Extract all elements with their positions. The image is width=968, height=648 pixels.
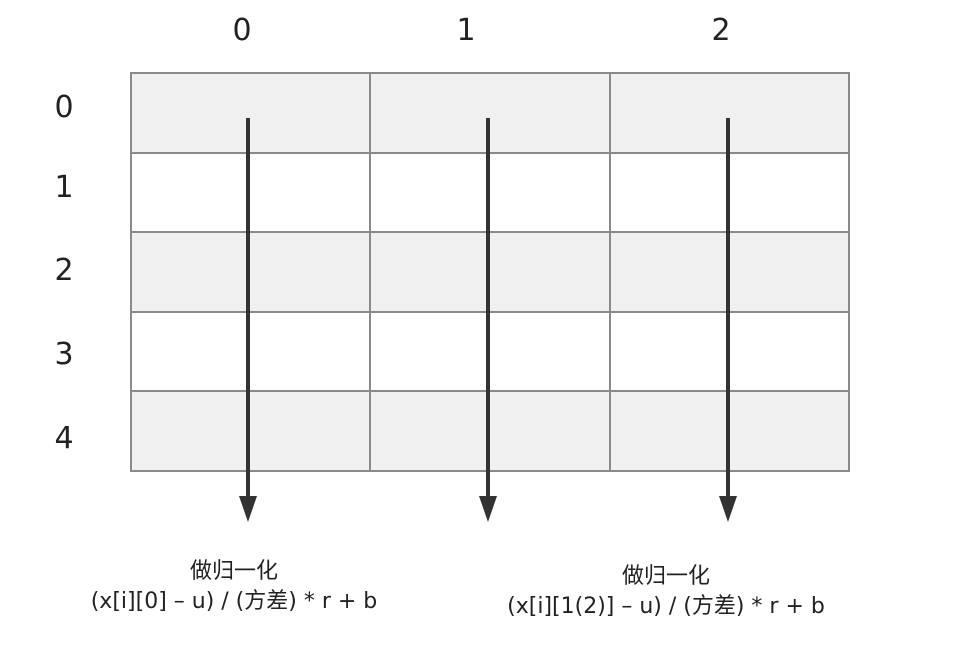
column-label-0: 0 — [232, 13, 252, 48]
row-label-0: 0 — [54, 90, 74, 125]
grid-cell — [610, 153, 850, 234]
grid-cell — [610, 74, 850, 154]
grid-cell — [132, 392, 372, 472]
grid-cell — [610, 233, 850, 313]
caption-right-formula: (x[i][1(2)] – u) / (方差) * r + b — [507, 594, 825, 619]
grid-cell — [610, 392, 850, 472]
row-label-1: 1 — [54, 170, 74, 205]
row-label-3: 3 — [54, 337, 74, 372]
caption-left-title: 做归一化 — [189, 559, 279, 584]
column-label-2: 2 — [711, 13, 731, 48]
caption-right: 做归一化 (x[i][1(2)] – u) / (方差) * r + b — [507, 562, 825, 622]
grid-cell — [132, 153, 372, 234]
row-label-2: 2 — [54, 253, 74, 288]
grid-cell — [371, 312, 611, 393]
grid-cell — [371, 153, 611, 234]
grid-cell — [371, 233, 611, 313]
grid-cell — [132, 312, 372, 393]
data-grid — [130, 72, 850, 472]
grid-cell — [371, 392, 611, 472]
grid-cell — [132, 74, 372, 154]
caption-left: 做归一化 (x[i][0] – u) / (方差) * r + b — [91, 557, 378, 617]
grid-cell — [371, 74, 611, 154]
column-label-1: 1 — [456, 13, 476, 48]
grid-cell — [610, 312, 850, 393]
caption-left-formula: (x[i][0] – u) / (方差) * r + b — [90, 589, 378, 614]
caption-right-title: 做归一化 — [621, 564, 711, 589]
row-label-4: 4 — [54, 421, 74, 456]
grid-cell — [132, 233, 372, 313]
